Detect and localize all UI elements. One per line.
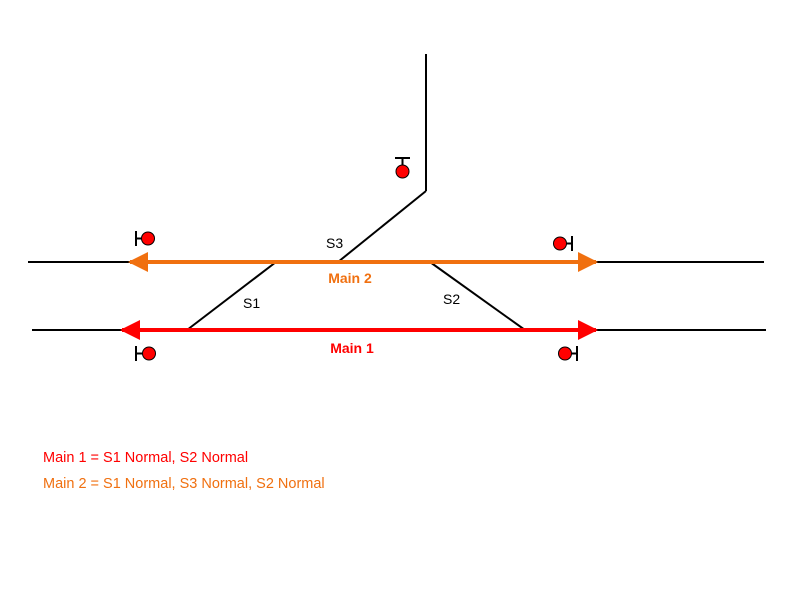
legend-main1: Main 1 = S1 Normal, S2 Normal <box>43 450 249 466</box>
tracks <box>28 54 766 331</box>
signal-branch <box>395 157 410 179</box>
branch-diagonal-s3 <box>337 190 427 263</box>
switch-label-s2: S2 <box>443 291 460 307</box>
crossover-s1 <box>186 261 277 331</box>
switch-label-s1: S1 <box>243 295 260 311</box>
signal-lower-right <box>558 346 578 361</box>
legend-main2: Main 2 = S1 Normal, S3 Normal, S2 Normal <box>43 476 325 492</box>
route-label-main1: Main 1 <box>330 340 374 356</box>
switch-label-s3: S3 <box>326 235 343 251</box>
signal-upper-right <box>553 236 573 251</box>
signal-upper-left <box>135 231 155 246</box>
crossover-s2 <box>429 261 526 331</box>
signal-lower-left <box>135 346 156 361</box>
route-label-main2: Main 2 <box>328 270 372 286</box>
